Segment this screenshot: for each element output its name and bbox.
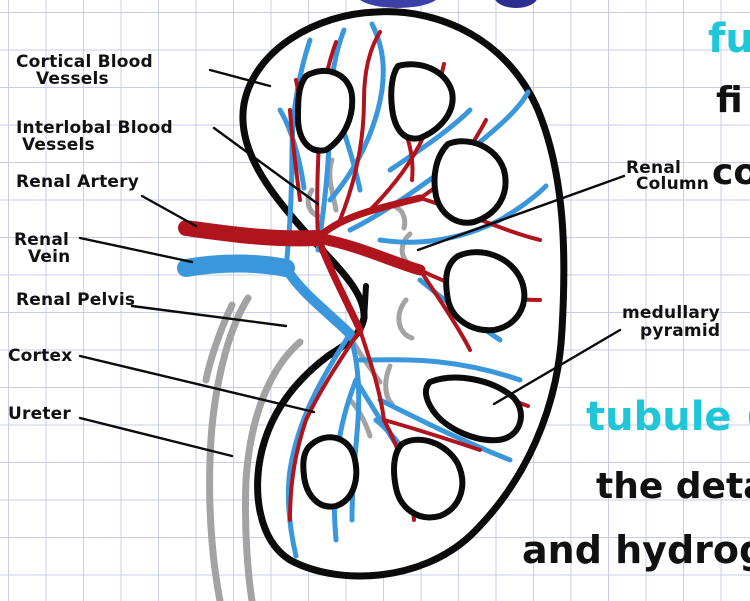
pelvis-dash [364, 286, 366, 320]
label-renal-artery: Renal Artery [16, 174, 139, 191]
pyramid-6 [394, 440, 462, 518]
label-ureter: Ureter [8, 406, 71, 423]
label-cortex: Cortex [8, 348, 72, 365]
label-interlobal-blood-vessels: Interlobal Blood Vessels [16, 120, 173, 154]
label-renal-pelvis: Renal Pelvis [16, 292, 135, 309]
top-navy-blob [494, 0, 538, 8]
pyramid-3 [435, 141, 506, 222]
note-fragment-tubule: tubule ( [586, 394, 750, 440]
label-renal-column: Renal Column [626, 160, 709, 192]
label-cortical-blood-vessels: Cortical Blood Vessels [16, 54, 153, 88]
note-fragment-fu: fu [708, 16, 750, 62]
note-fragment-and-hydro: and hydrog [522, 528, 750, 572]
label-renal-vein: Renal Vein [14, 232, 71, 266]
label-medullary-pyramid: medullary pyramid [622, 304, 720, 340]
pyramid-4 [446, 252, 524, 330]
top-purple-blob [356, 0, 440, 8]
pyramid-7 [303, 437, 356, 506]
note-fragment-co: co [712, 152, 750, 193]
note-fragment-fi: fi [716, 80, 743, 121]
